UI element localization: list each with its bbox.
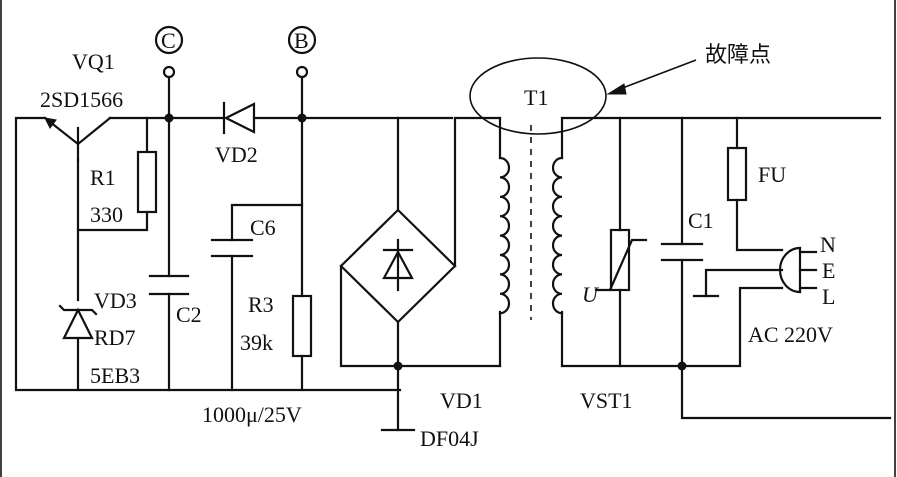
label-rd7: RD7: [94, 325, 136, 350]
label-plug-e: E: [822, 258, 835, 283]
fault-ellipse: [469, 57, 607, 135]
terminal-b: [287, 25, 317, 79]
label-fault-point: 故障点: [705, 43, 771, 68]
label-t1: T1: [524, 85, 548, 110]
transistor-vq1: [43, 116, 112, 162]
label-r3-value: 39k: [240, 330, 273, 355]
diode-vd2: [222, 101, 256, 135]
ac-plug: [778, 246, 818, 294]
label-vq1-part: 2SD1566: [40, 87, 123, 112]
capacitor-c2: [148, 274, 190, 296]
label-plug-n: N: [820, 232, 836, 257]
resistor-r1: [136, 150, 158, 214]
left-wiring: [14, 76, 502, 432]
label-vd2: VD2: [215, 142, 258, 167]
label-vd3: VD3: [94, 288, 137, 313]
label-ac-supply: AC 220V: [748, 322, 833, 347]
label-capacitor-value: 1000μ/25V: [202, 402, 302, 427]
label-node-c: C: [161, 28, 176, 53]
capacitor-c1: [660, 242, 704, 262]
transformer-t1: [469, 57, 607, 320]
label-vq1: VQ1: [72, 49, 115, 74]
right-wiring: [560, 116, 892, 420]
bridge-rectifier-vd1: [339, 208, 457, 324]
label-r1-value: 330: [90, 202, 123, 227]
fuse-fu: [726, 146, 748, 202]
label-fu: FU: [758, 162, 786, 187]
capacitor-c6: [210, 238, 254, 258]
terminal-c: [154, 25, 184, 79]
varistor-vst1: [594, 228, 648, 292]
fault-arrow: [606, 59, 697, 95]
label-vd1-part: DF04J: [420, 426, 479, 451]
label-c2: C2: [176, 302, 202, 327]
label-c6: C6: [250, 215, 276, 240]
label-r3: R3: [248, 292, 274, 317]
resistor-r3: [291, 294, 313, 358]
label-varistor-u: U: [582, 282, 600, 307]
label-plug-l: L: [822, 284, 835, 309]
label-vd3-part: 5EB3: [90, 363, 140, 388]
label-vd1: VD1: [440, 388, 483, 413]
label-c1: C1: [688, 208, 714, 233]
zener-vd3: [58, 304, 98, 340]
label-r1: R1: [90, 165, 116, 190]
label-node-b: B: [294, 28, 309, 53]
label-vst1: VST1: [580, 388, 633, 413]
